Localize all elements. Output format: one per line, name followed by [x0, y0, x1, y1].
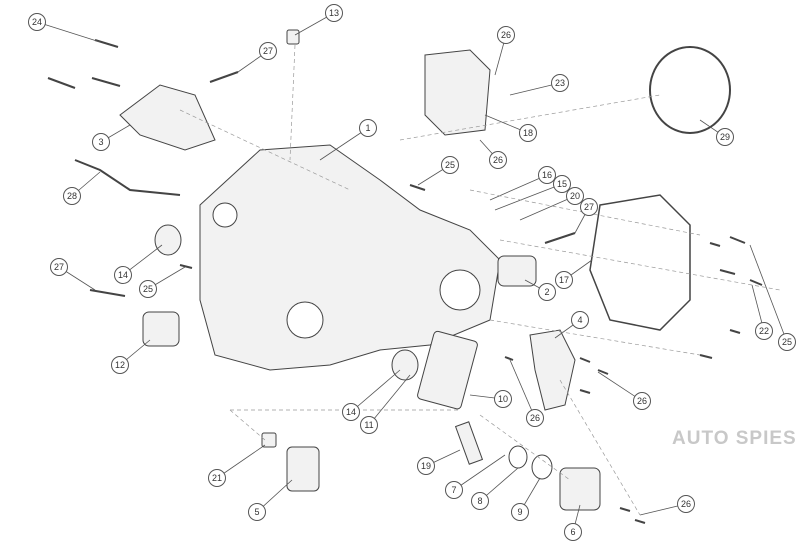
callout-23: 23 — [551, 74, 569, 92]
plug-21 — [261, 432, 277, 448]
callout-18: 18 — [519, 124, 537, 142]
watermark-logo: AUTO SPIES — [672, 428, 797, 449]
callout-16: 16 — [538, 166, 556, 184]
filter-element-6 — [559, 467, 601, 511]
callout-13: 13 — [325, 4, 343, 22]
leader-line — [519, 195, 576, 221]
projection-lines — [179, 44, 781, 516]
callout-20: 20 — [566, 187, 584, 205]
leader-line — [749, 244, 788, 343]
callout-26: 26 — [677, 495, 695, 513]
callout-25: 25 — [778, 333, 796, 351]
bracket — [119, 84, 216, 151]
leader-line — [216, 444, 266, 479]
bushing-12 — [142, 311, 180, 347]
leader-line — [36, 21, 101, 43]
leader-line — [509, 359, 536, 419]
callout-1: 1 — [359, 119, 377, 137]
housing-bore — [439, 269, 481, 311]
callout-10: 10 — [494, 390, 512, 408]
callout-27: 27 — [259, 42, 277, 60]
callout-15: 15 — [553, 175, 571, 193]
callout-19: 19 — [417, 457, 435, 475]
oil-filter-5 — [286, 446, 320, 492]
callout-17: 17 — [555, 271, 573, 289]
callout-26: 26 — [633, 392, 651, 410]
callout-2: 2 — [538, 283, 556, 301]
callout-14: 14 — [114, 266, 132, 284]
bolts — [47, 39, 763, 524]
callout-28: 28 — [63, 187, 81, 205]
callout-24: 24 — [28, 13, 46, 31]
callout-14: 14 — [342, 403, 360, 421]
callout-26: 26 — [489, 151, 507, 169]
tube-19 — [454, 421, 484, 465]
callout-11: 11 — [360, 416, 378, 434]
oil-seal-14 — [154, 224, 182, 256]
plug-13 — [286, 29, 300, 45]
callout-3: 3 — [92, 133, 110, 151]
callout-26: 26 — [526, 409, 544, 427]
o-ring-9 — [531, 454, 553, 480]
callout-12: 12 — [111, 356, 129, 374]
seal-ring-29 — [649, 46, 731, 134]
oil-seal-14b — [391, 349, 419, 381]
valve-block — [424, 49, 491, 136]
callout-4: 4 — [571, 311, 589, 329]
o-ring-8 — [508, 445, 528, 469]
callout-22: 22 — [755, 322, 773, 340]
callout-26: 26 — [497, 26, 515, 44]
leader-line — [453, 454, 506, 491]
callout-21: 21 — [208, 469, 226, 487]
callout-29: 29 — [716, 128, 734, 146]
leader-line — [350, 369, 401, 413]
callout-6: 6 — [564, 523, 582, 541]
leader-line — [368, 374, 411, 426]
callout-27: 27 — [50, 258, 68, 276]
callout-8: 8 — [471, 492, 489, 510]
callout-9: 9 — [511, 503, 529, 521]
callout-27: 27 — [580, 198, 598, 216]
callout-25: 25 — [441, 156, 459, 174]
housing-bore — [286, 301, 324, 339]
leader-line — [494, 183, 563, 211]
callout-7: 7 — [445, 481, 463, 499]
cover-gasket — [589, 194, 691, 331]
housing-bore — [212, 202, 238, 228]
bushing-2 — [497, 255, 537, 287]
callout-25: 25 — [139, 280, 157, 298]
callout-5: 5 — [248, 503, 266, 521]
pump-4 — [529, 329, 576, 411]
hose-28 — [74, 159, 181, 196]
oil-cooler-10 — [417, 330, 478, 410]
